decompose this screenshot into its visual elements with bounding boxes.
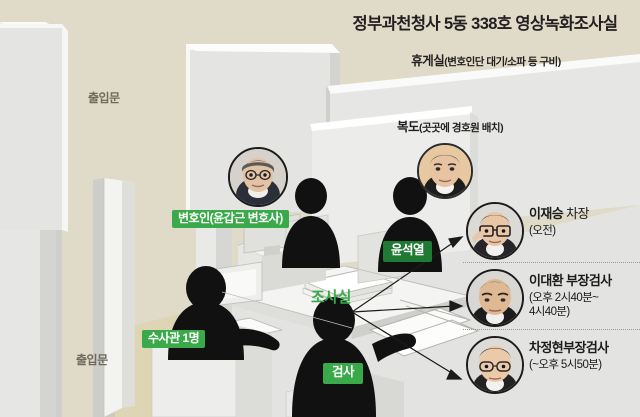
person-role-text: 부장검사 [566,273,612,288]
person-info: 이대환 부장검사 (오후 2시40분~ 4시40분) [529,270,640,319]
person-role-text: 차장 [566,206,589,221]
person-name-text: 이재승 [529,206,564,221]
silhouette-investigator [168,266,280,360]
document-stack [302,269,394,307]
person-name: 이대환 부장검사 [529,270,640,289]
portrait-lee-daehwan [466,269,524,327]
label-interrogation-room: 조사실 [311,289,351,306]
portrait-yoon-gapgeun [228,147,288,207]
person-role-text: 부장검사 [563,340,609,355]
label-rest-room-note: (변호인단 대기/소파 등 구비) [444,56,561,68]
label-hallway-note: (곳곳에 경호원 배치) [418,122,504,134]
badge-yoon: 윤석열 [383,241,433,262]
person-info: 차정현부장검사 (~오후 5시50분) [529,337,640,372]
person-time: (오전) [529,225,556,237]
label-hallway: 복도(곳곳에 경호원 배치) [330,116,570,136]
label-rest-room: 휴게실(변호인단 대기/소파 등 구비) [338,50,634,70]
list-item: 이대환 부장검사 (오후 2시40분~ 4시40분) [463,262,640,329]
list-item: 차정현부장검사 (~오후 5시50분) [463,329,640,396]
table-guidelines [221,265,471,329]
person-time: (~오후 5시50분) [529,359,602,371]
interrogator-list: 이재승 차장 (오전) 이대환 부 [463,196,640,396]
label-hallway-bold: 복도 [396,120,420,134]
label-rest-room-bold: 휴게실 [411,54,445,68]
person-name-text: 이대환 [529,273,564,288]
badge-lawyer: 변호인(윤갑근 변호사) [172,210,289,229]
label-door-top: 출입문 [88,91,120,105]
person-name: 이재승 차장 [529,203,640,222]
person-time: (오후 2시40분~ 4시40분) [529,292,599,319]
arrow-group [351,236,464,380]
silhouette-lawyer [282,178,340,268]
wall-upper-left [0,24,68,232]
badge-investigator: 수사관 1명 [142,330,206,349]
list-item: 이재승 차장 (오전) [463,196,640,262]
person-name: 차정현부장검사 [529,337,640,356]
door-frame-left [93,178,135,417]
label-door-bottom: 출입문 [76,353,108,367]
badge-prosecutor: 검사 [323,363,364,384]
portrait-cha-jeonghyeon [466,336,524,394]
person-name-text: 차정현 [529,340,564,355]
page-title: 정부과천청사 5동 338호 영상녹화조사실 [352,15,619,33]
portrait-yoon-sukyeol [417,143,473,199]
portrait-lee-jaeseung [466,202,524,260]
person-info: 이재승 차장 (오전) [529,203,640,238]
